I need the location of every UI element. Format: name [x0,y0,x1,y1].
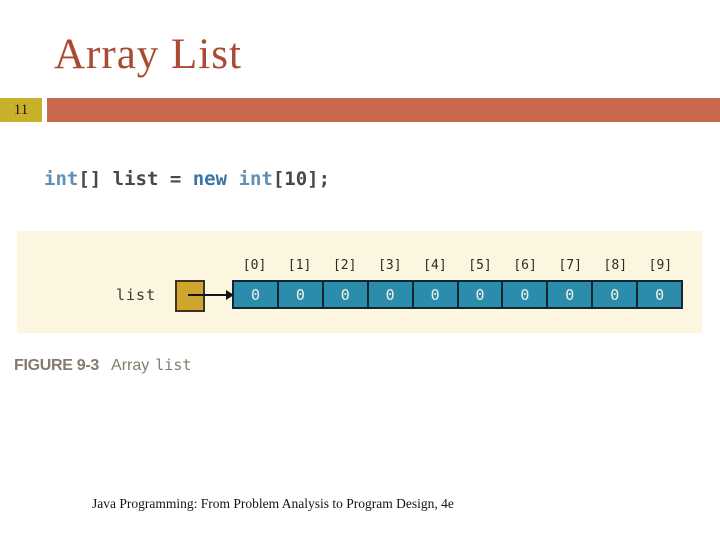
array-variable-label: list [116,286,157,304]
array-index-label: [0] [242,258,267,273]
pointer-arrow-line [188,294,228,296]
array-cell: 0 [591,282,637,307]
figure-caption-word-array: Array [111,357,150,374]
array-cell: 0 [411,282,457,307]
array-cell: 0 [276,282,322,307]
code-line: int[] list = new int[10]; [44,168,330,190]
code-token-plain: [] list = [78,168,193,190]
code-token-type: int [238,168,273,190]
slide-title: Array List [54,31,242,78]
reference-pointer-box [175,280,205,312]
code-token-plain [227,168,238,190]
array-index-label: [4] [423,258,447,273]
array-index-label: [9] [648,258,673,273]
array-index-label: [5] [468,258,492,273]
array-cell: 0 [456,282,502,307]
array-cell: 0 [636,282,682,307]
array-index-label: [8] [603,258,628,273]
array-cell: 0 [321,282,367,307]
code-token-keyword: new [192,168,228,190]
code-token-plain: [10]; [272,168,331,190]
page-number: 11 [13,101,29,118]
figure-caption-label: FIGURE 9-3 [14,357,100,374]
array-index-row: [0] [1] [2] [3] [4] [5] [6] [7] [8] [9] [232,258,683,276]
array-cell: 0 [546,282,592,307]
figure-caption-word-list: list [155,356,192,374]
array-index-label: [3] [378,258,402,273]
accent-bar [47,98,720,122]
array-cell: 0 [501,282,547,307]
code-token-type: int [44,168,79,190]
array-cell: 0 [366,282,412,307]
array-index-label: [1] [287,258,312,273]
array-index-label: [6] [513,258,537,273]
array-index-label: [7] [558,258,582,273]
page-number-box: 11 [0,98,42,122]
pointer-arrow-head [226,290,234,300]
array-index-label: [2] [332,258,357,273]
figure-caption: FIGURE 9-3 Array list [14,356,191,375]
array-cell: 0 [234,282,277,307]
slide-footer: Java Programming: From Problem Analysis … [92,496,454,511]
